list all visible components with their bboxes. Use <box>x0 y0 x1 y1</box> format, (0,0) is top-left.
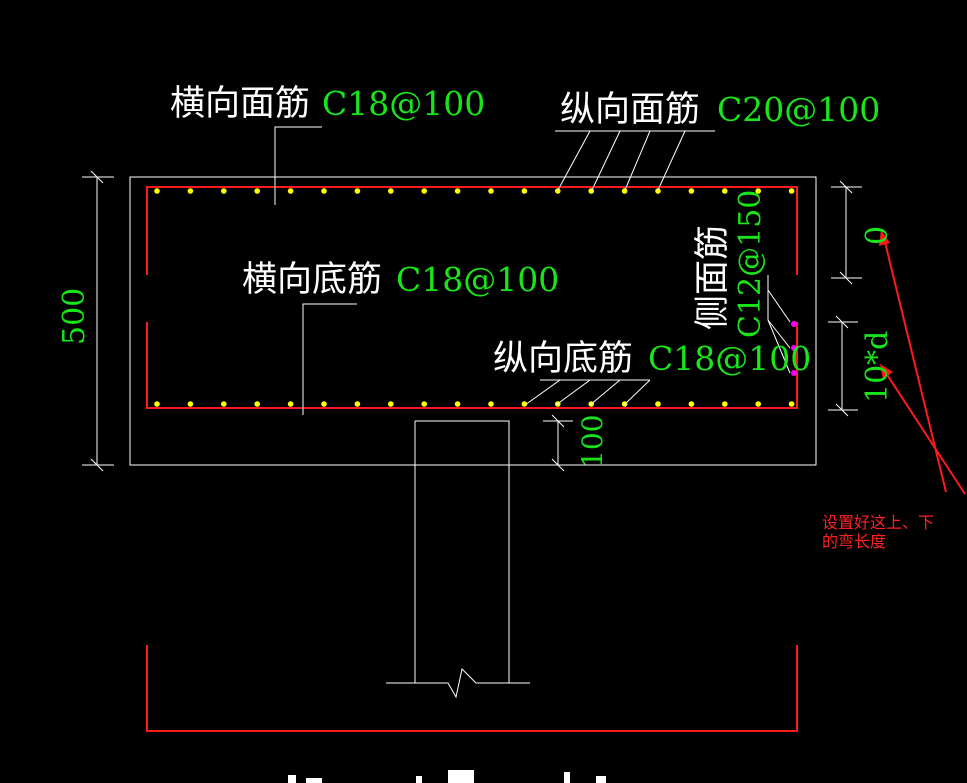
top-transverse-spec: C18@100 <box>322 84 485 123</box>
top-bar-dot <box>421 188 428 194</box>
bottom-bar-dot <box>788 401 795 407</box>
bottom-bar-dot <box>187 401 194 407</box>
top-longitudinal-spec: C20@100 <box>717 90 880 129</box>
top-bar-dot <box>755 188 761 194</box>
annotation-note: 设置好这上、下 的弯长度 <box>822 513 967 551</box>
top-bar-dot <box>154 188 160 194</box>
bottom-bar-dot <box>388 401 394 407</box>
top-bar-dots <box>154 188 795 194</box>
slab-outline <box>129 176 817 466</box>
top-bend-dim: 0 <box>860 226 895 245</box>
top-bar-dot <box>488 188 494 194</box>
bottom-bar-dots <box>154 401 795 407</box>
bottom-bar-dot <box>287 401 294 407</box>
bottom-transverse-label: 横向底筋 <box>242 260 382 300</box>
top-rebar <box>146 186 798 275</box>
top-bar-dot <box>521 188 528 194</box>
column-outline <box>386 420 530 699</box>
bottom-bar-dot <box>354 401 361 407</box>
bottom-bend-dim: 10*d <box>860 331 895 403</box>
top-bar-dot <box>221 188 227 194</box>
bottom-bar-dot <box>454 401 461 407</box>
bottom-longitudinal-spec: C18@100 <box>648 339 811 378</box>
side-bar-spec: C12@150 <box>733 190 768 338</box>
annotation-line-1: 设置好这上、下 <box>822 513 935 532</box>
bottom-offset-dim: 100 <box>576 415 609 468</box>
bottom-bar-dot <box>688 401 695 407</box>
leader-lines <box>274 126 791 415</box>
side-bar-dots <box>791 321 797 376</box>
bottom-longitudinal-label: 纵向底筋 <box>493 339 633 379</box>
bottom-rebar <box>146 322 798 409</box>
bottom-bar-dot <box>521 401 528 407</box>
top-bar-dot <box>788 188 795 194</box>
top-bar-dot <box>187 188 194 194</box>
top-bar-dot <box>388 188 394 194</box>
top-bar-dot <box>688 188 695 194</box>
cropped-title-fragment <box>288 770 606 783</box>
top-bar-dot <box>588 188 594 194</box>
annotation-line-2: 的弯长度 <box>822 532 887 551</box>
top-bar-dot <box>655 188 661 194</box>
arrow-heads <box>879 230 893 379</box>
top-longitudinal-label: 纵向面筋 <box>560 90 700 130</box>
lower-rebar <box>146 645 798 732</box>
bottom-bar-dot <box>421 401 428 407</box>
top-bar-dot <box>621 188 628 194</box>
bottom-bar-dot <box>655 401 661 407</box>
top-bar-dot <box>354 188 361 194</box>
total-height-dim: 500 <box>57 288 92 345</box>
bottom-bar-dot <box>254 401 260 407</box>
top-bar-dot <box>555 188 561 194</box>
bottom-bar-dot <box>488 401 494 407</box>
bottom-transverse-spec: C18@100 <box>396 260 559 299</box>
bottom-bar-dot <box>154 401 160 407</box>
bottom-bar-dot <box>722 401 728 407</box>
top-bar-dot <box>287 188 294 194</box>
top-bar-dot <box>254 188 260 194</box>
bottom-bar-dot <box>221 401 227 407</box>
top-bar-dot <box>722 188 728 194</box>
top-transverse-label: 横向面筋 <box>170 84 310 124</box>
bottom-bar-dot <box>755 401 761 407</box>
annotation-arrows <box>883 237 966 495</box>
bottom-bar-dot <box>321 401 327 407</box>
dimension-lines <box>82 170 862 472</box>
top-bar-dot <box>321 188 327 194</box>
side-bar-label: 侧面筋 <box>693 225 733 330</box>
top-bar-dot <box>454 188 461 194</box>
